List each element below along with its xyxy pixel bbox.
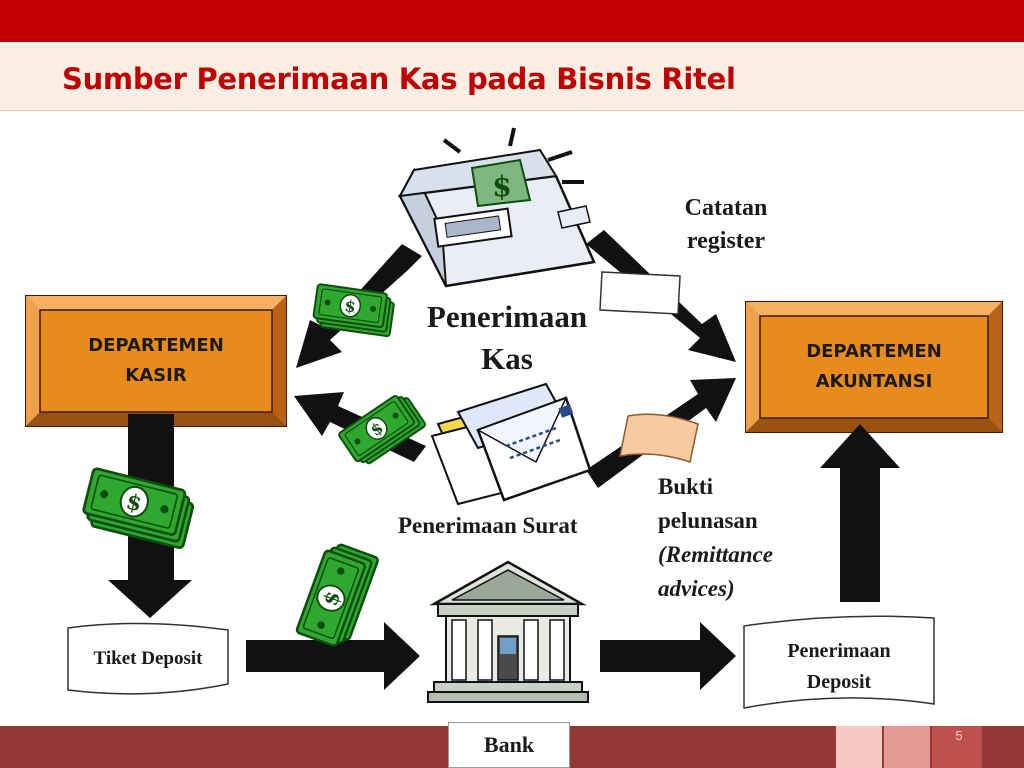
arrow-bank-to-deposit xyxy=(600,622,736,690)
document-icon xyxy=(67,622,229,695)
money-bills-icon xyxy=(296,540,379,650)
arrow-deposit-up xyxy=(820,424,900,602)
catatan-line2: register xyxy=(686,228,766,254)
slip-register xyxy=(599,271,681,315)
dept-kasir-line1: DEPARTEMEN xyxy=(88,335,224,356)
svg-text:$: $ xyxy=(492,170,511,203)
footer-square xyxy=(884,726,930,768)
dept-kasir: DEPARTEMEN KASIR xyxy=(40,310,272,412)
top-accent-bar xyxy=(0,0,1024,42)
catatan-line1: Catatan xyxy=(684,195,768,221)
dept-akuntansi-line2: AKUNTANSI xyxy=(815,371,933,392)
bukti-line4: advices) xyxy=(658,576,735,601)
tiket-deposit-label: Tiket Deposit xyxy=(93,648,203,669)
bank-label: Bank xyxy=(448,722,570,768)
penerimaan-kas-line1: Penerimaan xyxy=(426,299,588,334)
bukti-line1: Bukti xyxy=(658,474,713,499)
slide-title: Sumber Penerimaan Kas pada Bisnis Ritel xyxy=(62,62,736,96)
penerimaan-deposit-line1: Penerimaan xyxy=(787,640,891,662)
catatan-register-label: Catatan register xyxy=(666,192,786,258)
slip-remittance xyxy=(619,413,699,463)
penerimaan-surat-label: Penerimaan Surat xyxy=(398,513,578,538)
dept-akuntansi-frame xyxy=(745,301,1003,433)
title-band xyxy=(0,42,1024,111)
penerimaan-deposit-label: Penerimaan Deposit xyxy=(746,636,932,698)
bukti-line2: pelunasan xyxy=(658,508,758,533)
cash-register-icon: $ xyxy=(398,127,596,288)
footer-square xyxy=(836,726,882,768)
bank-building-icon xyxy=(427,560,589,703)
dept-akuntansi: DEPARTEMEN AKUNTANSI xyxy=(760,316,988,418)
penerimaan-kas-line2: Kas xyxy=(481,341,533,376)
dept-kasir-frame xyxy=(25,295,287,427)
mail-envelopes-icon xyxy=(430,382,592,506)
penerimaan-deposit-line2: Deposit xyxy=(806,671,872,693)
dept-kasir-line2: KASIR xyxy=(125,365,187,386)
bukti-pelunasan-label: Bukti pelunasan (Remittance advices) xyxy=(658,470,773,606)
document-icon xyxy=(743,615,935,709)
arrow-to-bank xyxy=(246,622,420,690)
money-bills-icon xyxy=(80,468,196,548)
bukti-line3: (Remittance xyxy=(658,542,773,567)
footer-square xyxy=(932,726,982,768)
page-number: 5 xyxy=(955,728,963,743)
dept-akuntansi-line1: DEPARTEMEN xyxy=(806,341,942,362)
penerimaan-kas-label: Penerimaan Kas xyxy=(412,296,602,380)
